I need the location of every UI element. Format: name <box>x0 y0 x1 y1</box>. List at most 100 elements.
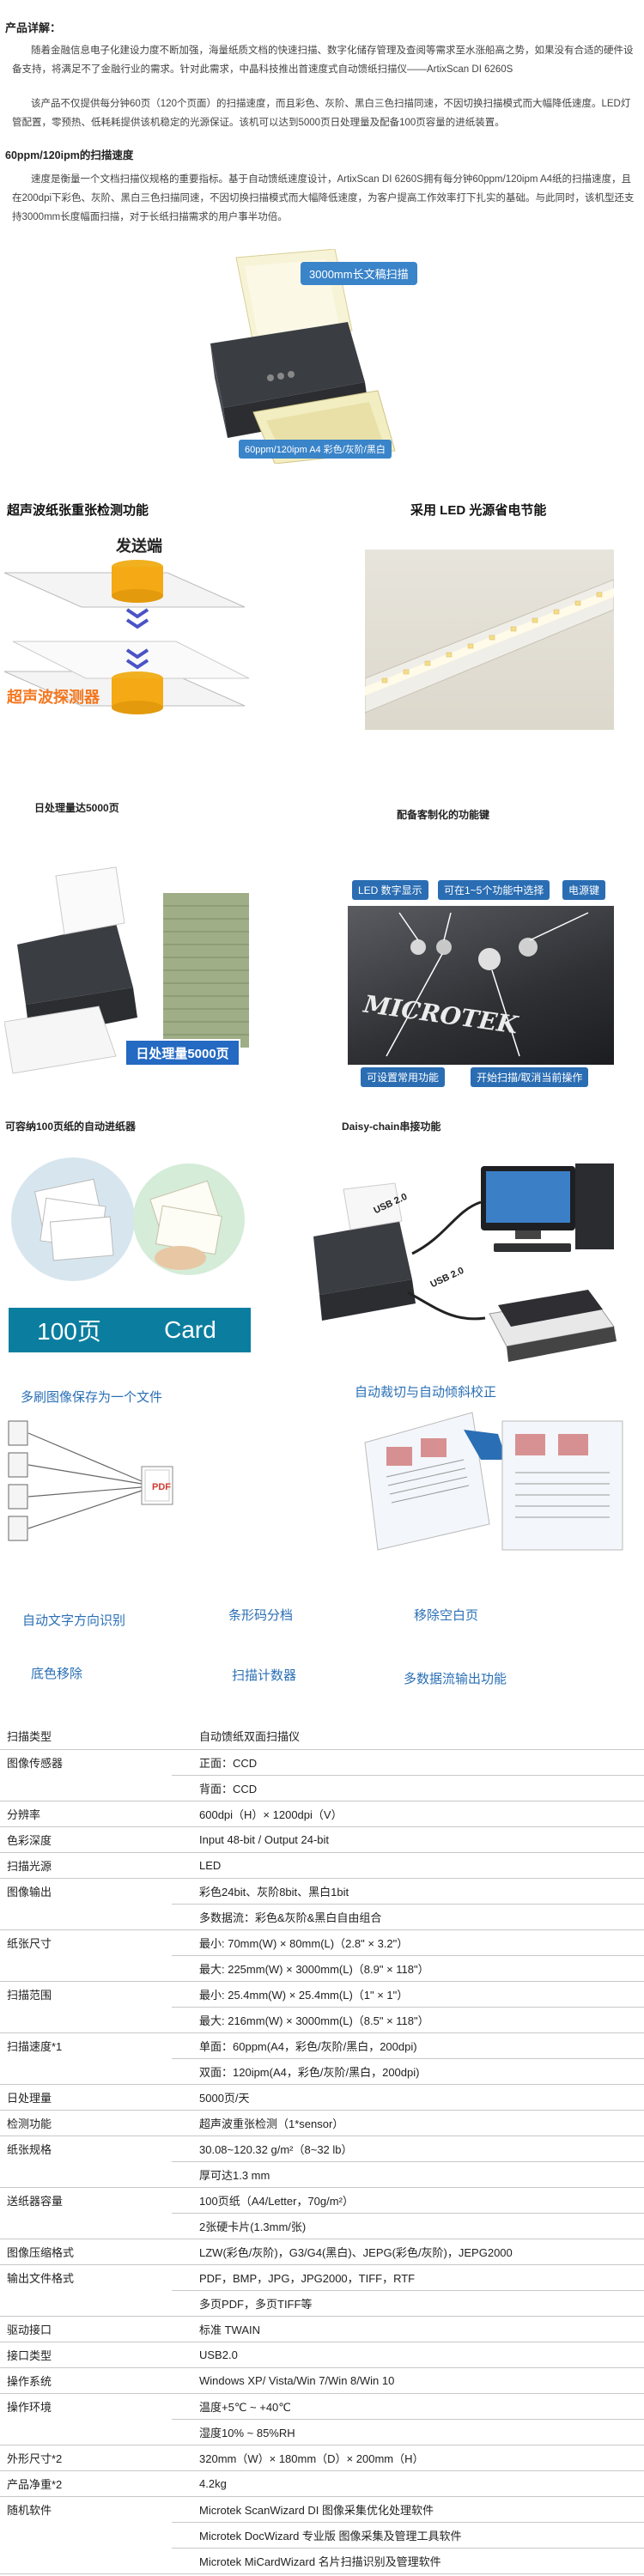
spec-key: 输出文件格式 <box>0 2264 172 2291</box>
spec-value: 多数据流：彩色&灰阶&黑白自由组合 <box>172 1904 644 1930</box>
spec-value: 最小: 25.4mm(W) × 25.4mm(L)（1" × 1"） <box>172 1981 644 2008</box>
spec-key: 操作系统 <box>0 2367 172 2394</box>
spec-row: 最大: 225mm(W) × 3000mm(L)（8.9" × 118"） <box>0 1955 644 1982</box>
spec-value: 厚可达1.3 mm <box>172 2161 644 2188</box>
callout-speed: 60ppm/120ipm A4 彩色/灰阶/黑白 <box>239 440 392 459</box>
intro-paragraph-2: 该产品不仅提供每分钟60页（120个页面）的扫描速度，而且彩色、灰阶、黑白三色扫… <box>12 99 631 128</box>
spec-row: 2张硬卡片(1.3mm/张) <box>0 2213 644 2239</box>
spec-row: 湿度10% ~ 85%RH <box>0 2419 644 2445</box>
spec-value: 600dpi（H）× 1200dpi（V） <box>172 1801 644 1827</box>
spec-key: 接口类型 <box>0 2342 172 2368</box>
spec-key <box>0 1955 172 1982</box>
pdf-icon: PDF <box>152 1482 171 1492</box>
spec-key <box>0 2548 172 2574</box>
spec-key <box>0 1904 172 1930</box>
auto-crop-image <box>361 1408 627 1558</box>
spec-key: 纸张尺寸 <box>0 1929 172 1956</box>
callout-long-paper: 3000mm长文稿扫描 <box>301 262 417 285</box>
spec-value: USB2.0 <box>172 2342 644 2368</box>
ultrasonic-title: 超声波纸张重张检测功能 <box>7 503 149 518</box>
spec-row: 检测功能超声波重张检测（1*sensor） <box>0 2110 644 2136</box>
spec-row: Microtek MiCardWizard 名片扫描识别及管理软件 <box>0 2548 644 2574</box>
send-label: 发送端 <box>116 538 162 555</box>
spec-value: Windows XP/ Vista/Win 7/Win 8/Win 10 <box>172 2367 644 2394</box>
spec-value: 超声波重张检测（1*sensor） <box>172 2110 644 2136</box>
daily-banner: 日处理量5000页 <box>125 1039 240 1066</box>
daily-image <box>3 824 253 1082</box>
spec-key <box>0 2213 172 2239</box>
daisy-title: Daisy-chain串接功能 <box>342 1121 441 1133</box>
spec-value: 自动馈纸双面扫描仪 <box>172 1723 644 1750</box>
spec-value: 背面：CCD <box>172 1775 644 1801</box>
feeder-card-label: Card <box>164 1316 216 1343</box>
spec-key: 色彩深度 <box>0 1826 172 1853</box>
ultrasonic-diagram <box>0 526 258 732</box>
spec-value: 2张硬卡片(1.3mm/张) <box>172 2213 644 2239</box>
spec-key: 扫描光源 <box>0 1852 172 1879</box>
callout-start-cancel: 开始扫描/取消当前操作 <box>471 1067 589 1087</box>
spec-value: Microtek ScanWizard DI 图像采集优化处理软件 <box>172 2496 644 2523</box>
spec-key: 分辨率 <box>0 1801 172 1827</box>
spec-row: 双面：120ipm(A4，彩色/灰阶/黑白，200dpi) <box>0 2058 644 2085</box>
spec-key <box>0 2419 172 2445</box>
function-keys-image: MICROTEK <box>348 906 614 1065</box>
spec-row: 最大: 216mm(W) × 3000mm(L)（8.5" × 118"） <box>0 2007 644 2033</box>
spec-row: 厚可达1.3 mm <box>0 2161 644 2188</box>
feature-text-orientation: 自动文字方向识别 <box>22 1613 126 1628</box>
spec-key: 图像输出 <box>0 1878 172 1905</box>
spec-key <box>0 2522 172 2549</box>
spec-row: 背面：CCD <box>0 1775 644 1801</box>
feature-auto-crop: 自动裁切与自动倾斜校正 <box>355 1385 497 1400</box>
spec-key: 图像传感器 <box>0 1749 172 1776</box>
feeder-pages-label: 100页 <box>37 1318 101 1345</box>
spec-value: 100页纸（A4/Letter，70g/m²） <box>172 2187 644 2214</box>
spec-key: 送纸器容量 <box>0 2187 172 2214</box>
daisy-chain-image: USB 2.0 USB 2.0 <box>309 1151 627 1365</box>
spec-value: Microtek MiCardWizard 名片扫描识别及管理软件 <box>172 2548 644 2574</box>
callout-common-function: 可设置常用功能 <box>361 1067 446 1087</box>
spec-key: 随机软件 <box>0 2496 172 2523</box>
spec-value: 正面：CCD <box>172 1749 644 1776</box>
feature-remove-blank: 移除空白页 <box>414 1608 479 1623</box>
feature-multi-page: 多刷图像保存为一个文件 <box>21 1390 163 1405</box>
spec-row: 纸张尺寸最小: 70mm(W) × 80mm(L)（2.8" × 3.2"） <box>0 1929 644 1956</box>
spec-row: 操作环境温度+5℃ ~ +40℃ <box>0 2393 644 2420</box>
spec-value: 湿度10% ~ 85%RH <box>172 2419 644 2445</box>
feature-bg-remove: 底色移除 <box>31 1667 83 1681</box>
spec-value: 单面：60ppm(A4，彩色/灰阶/黑白，200dpi) <box>172 2032 644 2059</box>
spec-value: 双面：120ipm(A4，彩色/灰阶/黑白，200dpi) <box>172 2058 644 2085</box>
spec-key <box>0 1775 172 1801</box>
multipage-pdf-diagram: PDF <box>4 1417 210 1554</box>
spec-row: 图像传感器正面：CCD <box>0 1749 644 1776</box>
spec-value: 320mm（W）× 180mm（D）× 200mm（H） <box>172 2445 644 2471</box>
spec-key: 图像压缩格式 <box>0 2239 172 2265</box>
product-detail-label: 产品详解： <box>5 21 62 34</box>
spec-value: 温度+5℃ ~ +40℃ <box>172 2393 644 2420</box>
spec-key: 驱动接口 <box>0 2316 172 2342</box>
spec-key: 纸张规格 <box>0 2136 172 2162</box>
spec-key: 检测功能 <box>0 2110 172 2136</box>
keys-title: 配备客制化的功能键 <box>397 809 490 821</box>
speed-heading: 60ppm/120ipm的扫描速度 <box>5 149 134 161</box>
feature-barcode: 条形码分档 <box>228 1608 294 1623</box>
spec-key: 扫描类型 <box>0 1723 172 1750</box>
detector-label: 超声波探测器 <box>7 689 100 706</box>
callout-led-display: LED 数字显示 <box>352 880 428 900</box>
spec-value: 最大: 216mm(W) × 3000mm(L)（8.5" × 118"） <box>172 2007 644 2033</box>
spec-key: 外形尺寸*2 <box>0 2445 172 2471</box>
spec-value: Input 48-bit / Output 24-bit <box>172 1826 644 1853</box>
spec-key <box>0 2007 172 2033</box>
spec-value: 标准 TWAIN <box>172 2316 644 2342</box>
